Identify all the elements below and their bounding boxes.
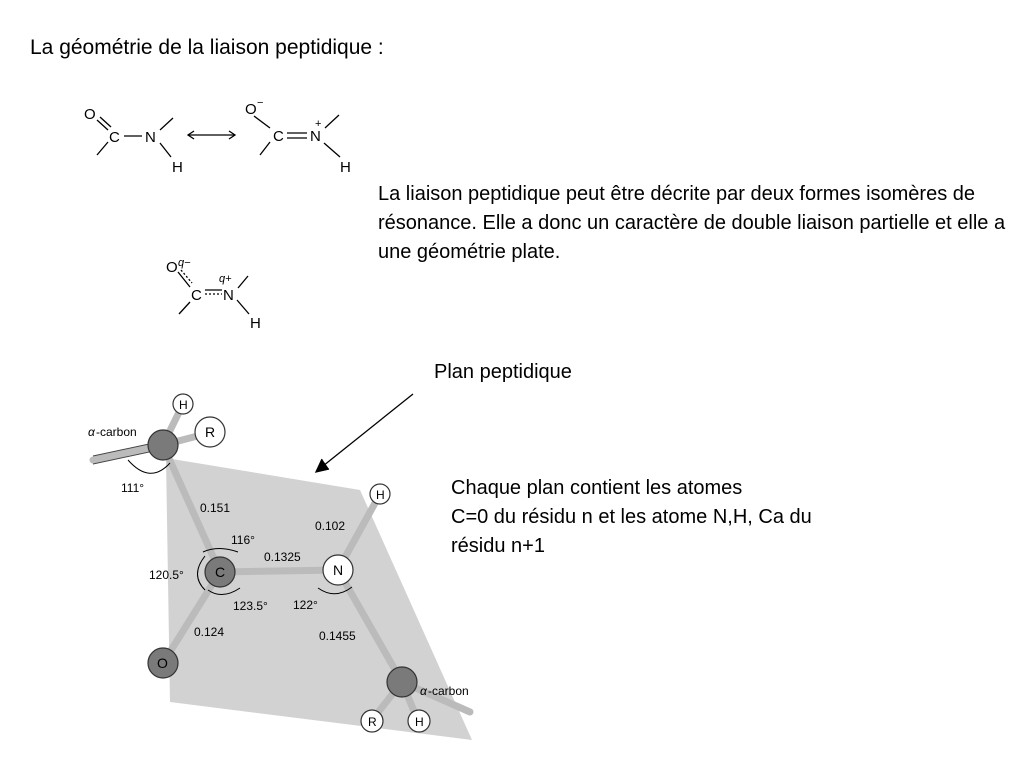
resonance-description: La liaison peptidique peut être décrite … <box>378 183 1006 263</box>
bond-length-0102: 0.102 <box>315 519 345 533</box>
hybrid-nitrogen-charge: q+ <box>219 273 232 285</box>
form1-nitrogen: N <box>145 129 156 146</box>
hydrogen-atom-bottom <box>407 709 431 733</box>
plane-atoms-text: Chaque plan contient les atomes C=0 du r… <box>451 474 991 561</box>
carbon-label: C <box>215 564 225 580</box>
oxygen-label: O <box>157 655 168 671</box>
form1-oxygen: O <box>84 106 96 123</box>
slide-title: La géométrie de la liaison peptidique : <box>30 36 384 59</box>
alpha-carbon-label-top: -carbon <box>96 425 137 439</box>
plan-peptidique-label: Plan peptidique <box>434 361 572 383</box>
hybrid-carbon: C <box>191 287 202 304</box>
resonance-arrow <box>186 130 237 140</box>
alpha-carbon-atom-top <box>147 429 179 461</box>
form2-hydrogen: H <box>340 159 351 176</box>
alpha-symbol-bottom: α <box>420 684 428 698</box>
amide-hydrogen-atom <box>369 483 391 505</box>
alpha-carbon-label-bottom: -carbon <box>428 684 469 698</box>
hybrid-oxygen: O <box>166 259 178 276</box>
plane-atoms-line-1: Chaque plan contient les atomes <box>451 477 743 499</box>
hybrid-nitrogen: N <box>223 287 234 304</box>
nitrogen-label: N <box>333 562 343 578</box>
form1-hydrogen: H <box>172 159 183 176</box>
angle-111: 111° <box>121 481 144 495</box>
r-group-atom-bottom <box>360 709 384 733</box>
hybrid-oxygen-charge: q− <box>178 257 191 269</box>
resonance-form-2 <box>253 114 341 158</box>
form2-carbon: C <box>273 128 284 145</box>
r-group-atom-top <box>194 416 226 448</box>
angle-120-5: 120.5° <box>149 568 184 582</box>
hybrid-hydrogen: H <box>250 315 261 332</box>
carbonyl-carbon-atom <box>204 556 236 588</box>
resonance-form-1 <box>96 116 174 158</box>
angle-123-5: 123.5° <box>233 599 268 613</box>
bond-length-01455: 0.1455 <box>319 629 356 643</box>
plane-atoms-line-2: C=0 du résidu n et les atome N,H, Ca du <box>451 506 812 528</box>
angle-122: 122° <box>293 598 318 612</box>
form1-carbon: C <box>109 129 120 146</box>
angle-arcs <box>127 459 353 595</box>
plan-pointer-arrow <box>314 393 414 473</box>
hydrogen-label-top: H <box>179 398 188 412</box>
bond-length-01325: 0.1325 <box>264 550 301 564</box>
resonance-hybrid <box>177 269 250 315</box>
form2-oxygen: O <box>245 101 257 118</box>
plane-atoms-line-3: résidu n+1 <box>451 535 545 557</box>
bond-length-0151: 0.151 <box>200 501 230 515</box>
nitrogen-atom <box>322 554 354 586</box>
hydrogen-atom-top <box>172 393 194 415</box>
oxygen-atom <box>147 647 179 679</box>
form2-nitrogen-charge: + <box>315 118 321 130</box>
hydrogen-label-bottom: H <box>415 715 424 729</box>
alpha-symbol-top: α <box>88 425 96 439</box>
r-group-label-top: R <box>205 424 215 440</box>
form2-oxygen-charge: − <box>257 97 263 109</box>
angle-116: 116° <box>231 533 255 547</box>
r-group-label-bottom: R <box>368 715 377 729</box>
amide-hydrogen-label: H <box>376 488 385 502</box>
bond-length-0124: 0.124 <box>194 625 224 639</box>
form2-nitrogen: N <box>310 128 321 145</box>
alpha-carbon-atom-bottom <box>386 666 418 698</box>
